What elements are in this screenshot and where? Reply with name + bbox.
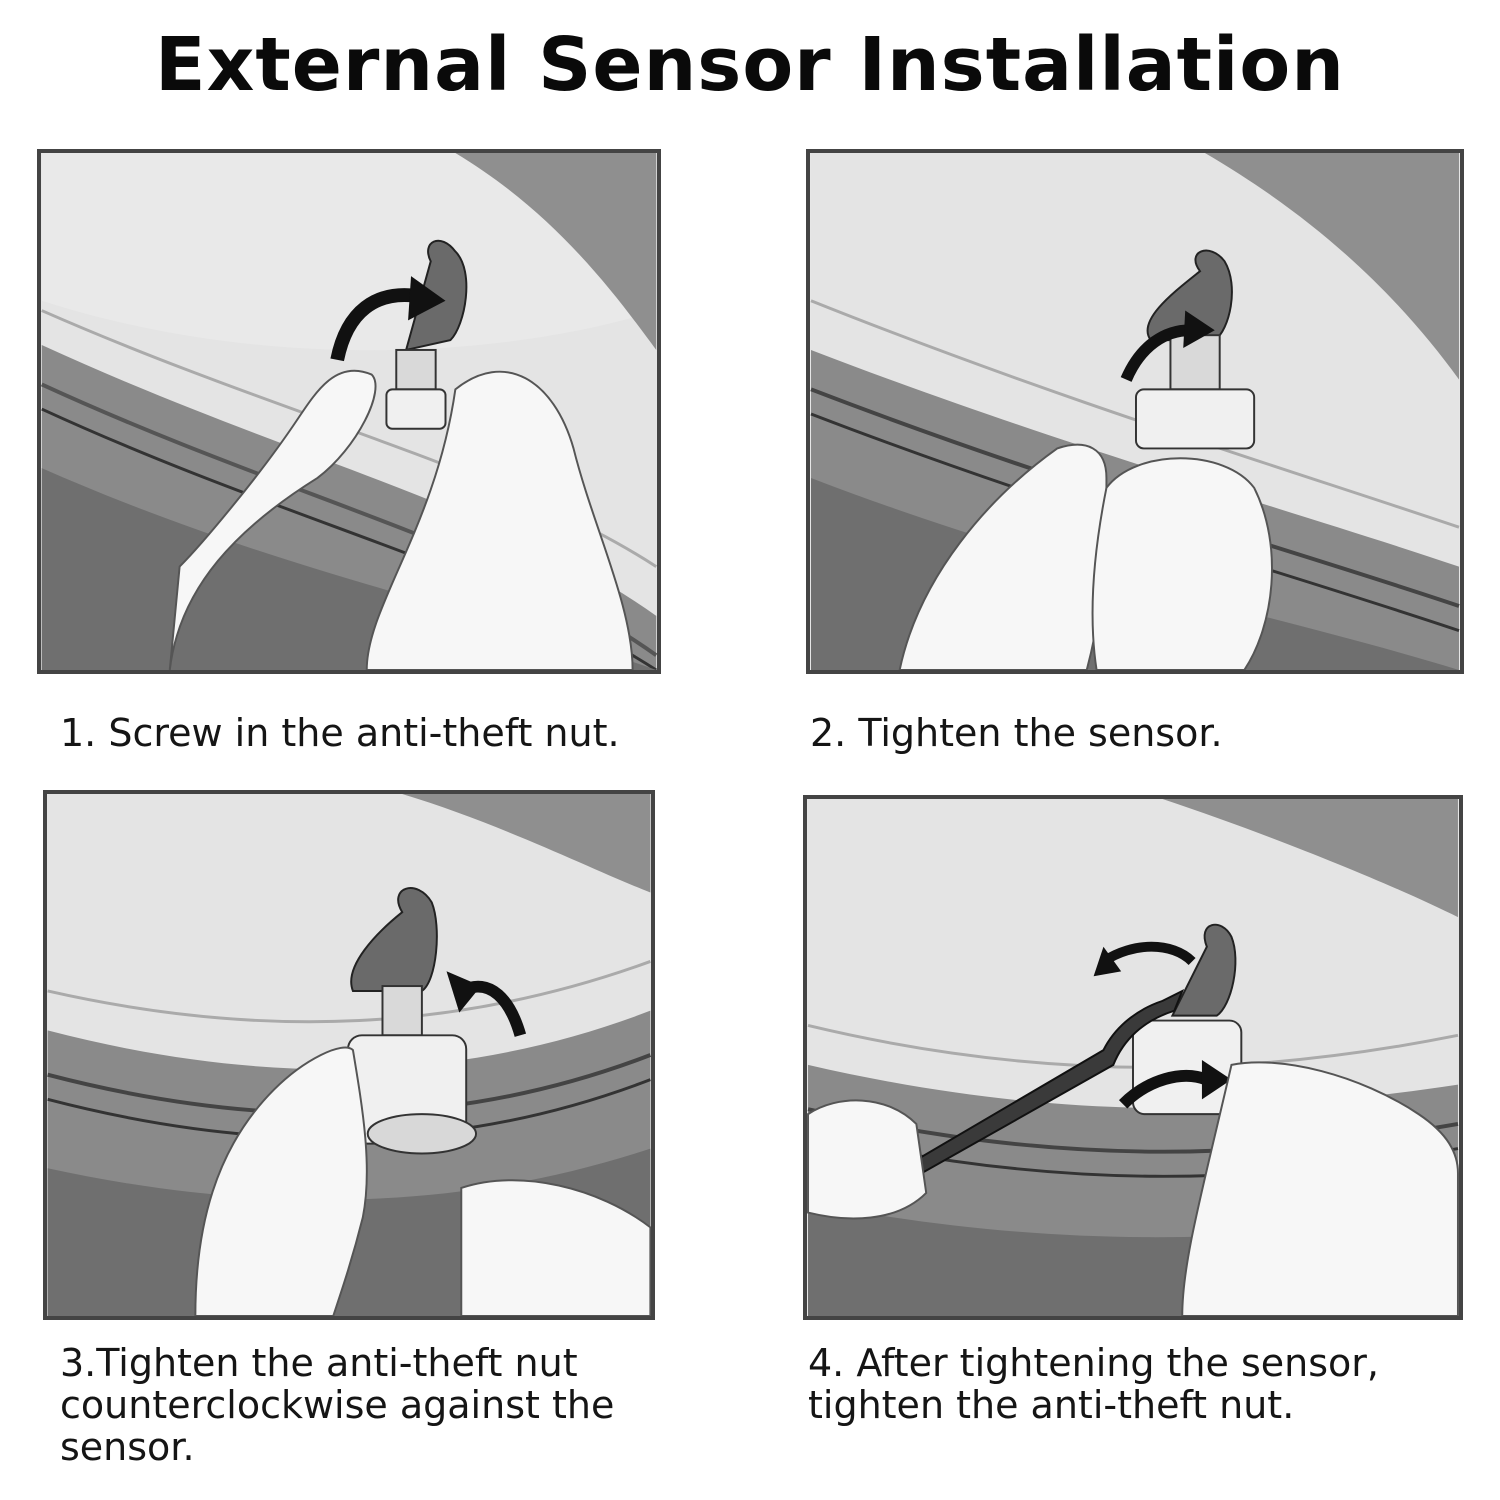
step-2-drawing bbox=[810, 153, 1460, 670]
step-1-caption: 1. Screw in the anti-theft nut. bbox=[60, 711, 620, 755]
step-3-caption: 3.Tighten the anti-theft nut countercloc… bbox=[60, 1341, 615, 1469]
step-1-drawing bbox=[41, 153, 657, 670]
step-3-drawing bbox=[47, 794, 651, 1316]
step-2-caption: 2. Tighten the sensor. bbox=[810, 711, 1223, 755]
step-4-caption: 4. After tightening the sensor, tighten … bbox=[808, 1341, 1379, 1427]
step-4-drawing bbox=[807, 799, 1459, 1316]
step-2-illustration bbox=[806, 149, 1464, 674]
page-title: External Sensor Installation bbox=[155, 22, 1345, 108]
step-3-illustration bbox=[43, 790, 655, 1320]
step-4-illustration bbox=[803, 795, 1463, 1320]
step-1-illustration bbox=[37, 149, 661, 674]
